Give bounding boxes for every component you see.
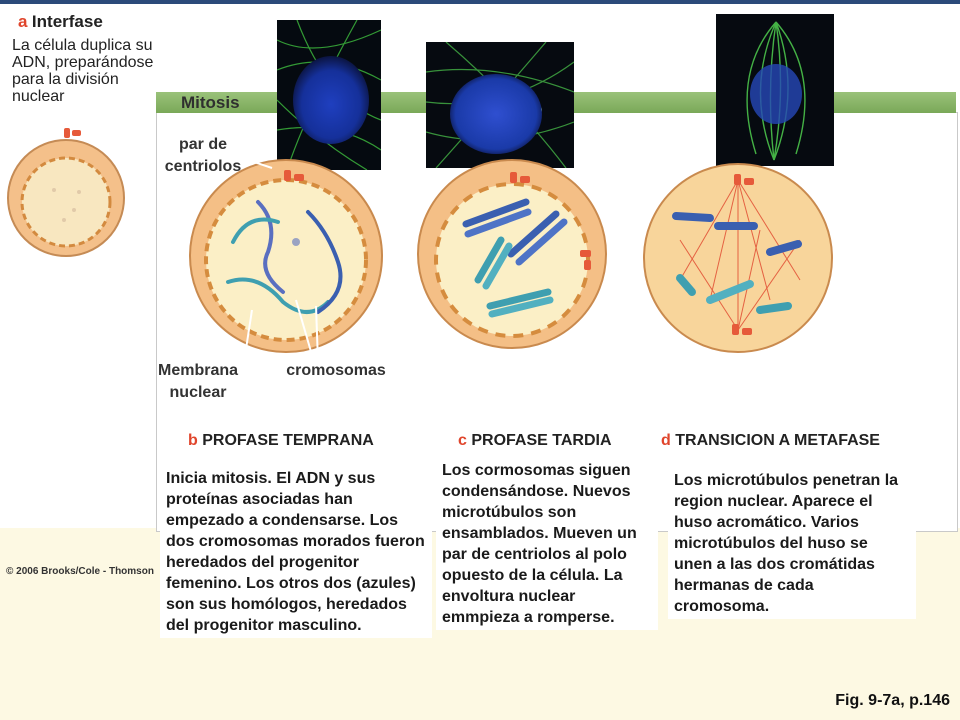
centriole-icon: [732, 324, 752, 335]
stage-c-title: c PROFASE TARDIA: [458, 432, 612, 450]
centriole-icon: [510, 172, 530, 183]
stage-d-title-text: TRANSICION A METAFASE: [675, 432, 880, 449]
stage-d-letter: d: [661, 432, 671, 449]
figure-reference: Fig. 9-7a, p.146: [835, 692, 950, 709]
interfase-description: La célula duplica su ADN, preparándose p…: [12, 37, 154, 105]
stage-c-letter: c: [458, 432, 467, 449]
interfase-title: a Interfase: [18, 12, 103, 32]
nuclear-membrane-label: Membrana nuclear: [157, 362, 239, 401]
centriole-icon: [64, 128, 81, 138]
prometaphase-cell: [643, 163, 833, 353]
copyright-text: © 2006 Brooks/Cole - Thomson: [6, 566, 154, 577]
mitosis-label: Mitosis: [181, 93, 240, 112]
centrioles-label: par de centriolos: [164, 136, 242, 175]
early-prophase-cell: [189, 159, 383, 353]
chromosomes-label: cromosomas: [286, 362, 386, 379]
stage-b-description: Inicia mitosis. El ADN y sus proteínas a…: [160, 466, 432, 638]
stage-c-title-text: PROFASE TARDIA: [471, 432, 612, 449]
label-pointer-lines: [243, 159, 319, 363]
late-prophase-cell: [417, 159, 607, 349]
centriole-icon: [580, 250, 591, 270]
stage-d-description: Los microtúbulos penetran la region nucl…: [668, 468, 916, 619]
micrograph-late-prophase: [426, 42, 574, 168]
micrograph-early-prophase: [277, 20, 381, 170]
stage-b-title-text: PROFASE TEMPRANA: [202, 432, 374, 449]
stage-b-title: b PROFASE TEMPRANA: [188, 432, 374, 450]
stage-c-description: Los cormosomas siguen condensándose. Nue…: [436, 458, 658, 630]
interfase-letter: a: [18, 12, 28, 31]
centriole-icon: [284, 170, 304, 181]
micrograph-prometaphase: [716, 14, 834, 166]
top-border: [0, 0, 960, 4]
stage-d-title: d TRANSICION A METAFASE: [661, 432, 880, 450]
centriole-icon: [734, 174, 754, 185]
stage-b-letter: b: [188, 432, 198, 449]
interfase-title-text: Interfase: [31, 12, 103, 31]
interphase-cell: [7, 128, 125, 257]
